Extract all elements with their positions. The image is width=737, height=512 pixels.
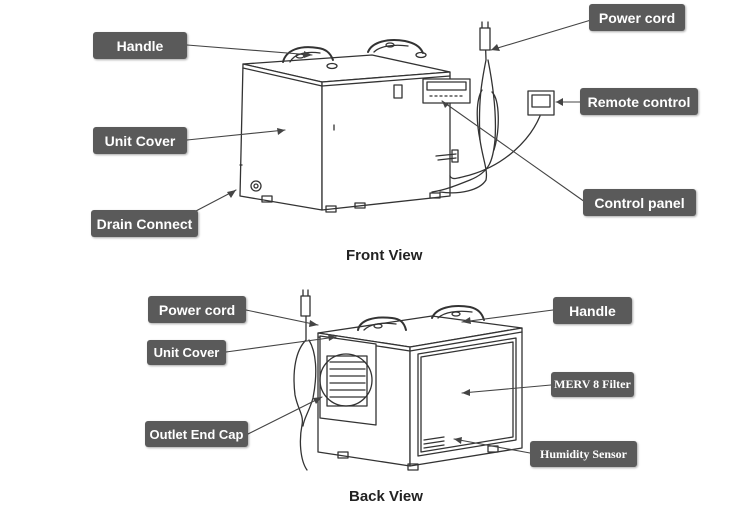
front-drain-connect-label: Drain Connect <box>91 210 198 237</box>
back-merv-filter-label: MERV 8 Filter <box>551 372 634 397</box>
back-power-cord-label: Power cord <box>148 296 246 323</box>
leader-lines <box>186 19 592 454</box>
front-view-title: Front View <box>346 247 423 264</box>
back-unit-drawing <box>293 289 523 471</box>
front-remote-control-label: Remote control <box>580 88 698 115</box>
back-outlet-end-cap-label: Outlet End Cap <box>145 421 248 447</box>
back-view-title: Back View <box>349 488 423 505</box>
back-unit-cover-label: Unit Cover <box>147 340 226 365</box>
front-unit-drawing <box>239 21 555 213</box>
front-unit-cover-label: Unit Cover <box>93 127 187 154</box>
front-handle-label: Handle <box>93 32 187 59</box>
front-power-cord-label: Power cord <box>589 4 685 31</box>
front-control-panel-label: Control panel <box>583 189 696 216</box>
back-handle-label: Handle <box>553 297 632 324</box>
back-humidity-sensor-label: Humidity Sensor <box>530 441 637 467</box>
